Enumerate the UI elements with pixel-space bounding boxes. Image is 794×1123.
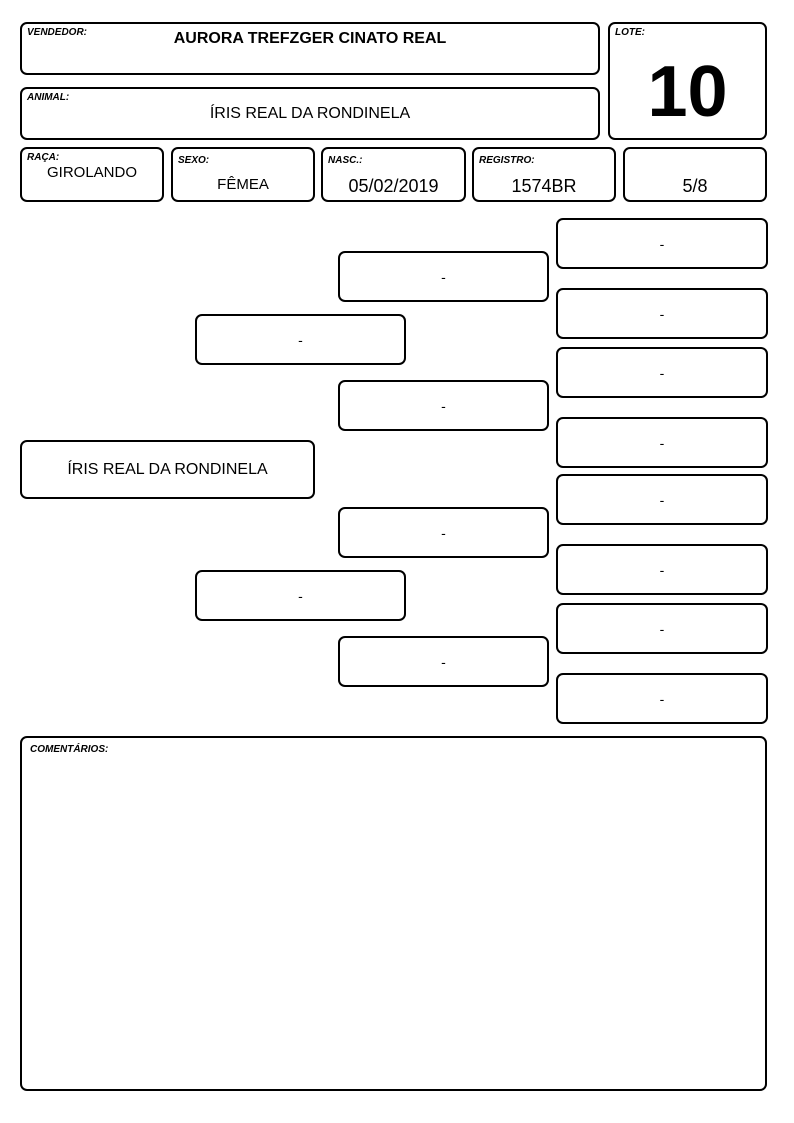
pedigree-great-grandparent: - xyxy=(556,673,768,724)
comentarios-box: COMENTÁRIOS: xyxy=(20,736,767,1091)
vendedor-box: VENDEDOR: AURORA TREFZGER CINATO REAL xyxy=(20,22,600,75)
animal-label: ANIMAL: xyxy=(27,92,70,103)
pedigree-animal: ÍRIS REAL DA RONDINELA xyxy=(20,440,315,499)
pedigree-grandparent: - xyxy=(338,251,549,302)
pedigree-great-grandparent: - xyxy=(556,288,768,339)
pedigree-great-grandparent: - xyxy=(556,218,768,269)
pedigree-parent-sire: - xyxy=(195,314,406,365)
pedigree-great-grandparent: - xyxy=(556,474,768,525)
pedigree-grandparent: - xyxy=(338,636,549,687)
vendedor-label: VENDEDOR: xyxy=(27,27,88,38)
pedigree-parent-dam: - xyxy=(195,570,406,621)
pedigree-great-grandparent: - xyxy=(556,417,768,468)
pedigree-great-grandparent: - xyxy=(556,544,768,595)
nasc-box: NASC.: 05/02/2019 xyxy=(321,147,466,202)
pedigree-great-grandparent: - xyxy=(556,603,768,654)
vendedor-value: AURORA TREFZGER CINATO REAL xyxy=(173,30,447,47)
registro-box: REGISTRO: 1574BR xyxy=(472,147,616,202)
raca-box: RAÇA: GIROLANDO xyxy=(20,147,164,202)
lote-box: LOTE: 10 xyxy=(608,22,767,140)
animal-value: ÍRIS REAL DA RONDINELA xyxy=(209,105,411,122)
grau-sangue-value: 5/8 xyxy=(682,176,708,196)
animal-box: ANIMAL: ÍRIS REAL DA RONDINELA xyxy=(20,87,600,140)
lote-number: 10 xyxy=(647,52,728,132)
raca-label: RAÇA: xyxy=(27,152,60,163)
pedigree-great-grandparent: - xyxy=(556,347,768,398)
registro-label: REGISTRO: xyxy=(479,155,535,166)
nasc-value: 05/02/2019 xyxy=(348,176,439,196)
grau-sangue-box: 5/8 xyxy=(623,147,767,202)
sexo-value: FÊMEA xyxy=(217,176,269,193)
registro-value: 1574BR xyxy=(511,176,577,196)
sexo-label: SEXO: xyxy=(178,155,210,166)
comentarios-label: COMENTÁRIOS: xyxy=(30,744,109,755)
nasc-label: NASC.: xyxy=(328,155,363,166)
raca-value: GIROLANDO xyxy=(46,164,137,181)
pedigree-grandparent: - xyxy=(338,507,549,558)
pedigree-grandparent: - xyxy=(338,380,549,431)
sexo-box: SEXO: FÊMEA xyxy=(171,147,315,202)
lote-label: LOTE: xyxy=(615,27,645,38)
